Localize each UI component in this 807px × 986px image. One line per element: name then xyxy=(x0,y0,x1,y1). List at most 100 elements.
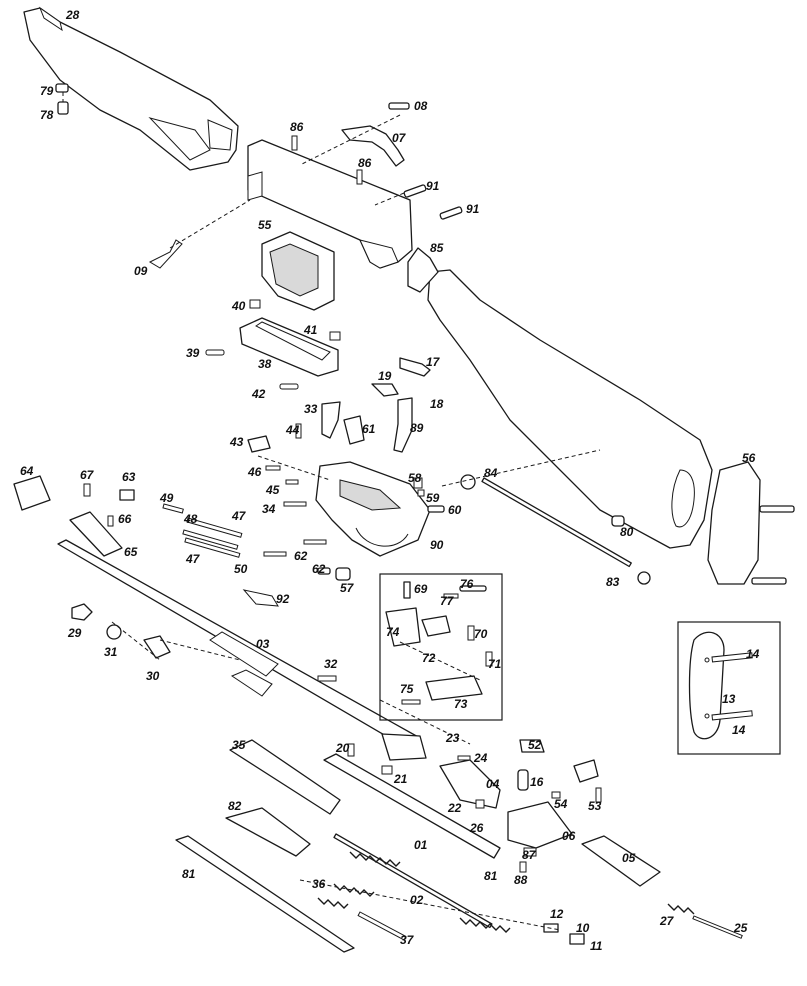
part-label: 62 xyxy=(312,562,326,576)
buttplate-part xyxy=(707,461,795,585)
receiver-part xyxy=(247,139,413,269)
part-label: 12 xyxy=(550,907,564,921)
part-label: 34 xyxy=(262,502,276,516)
part-label: 52 xyxy=(528,738,542,752)
part-label: 11 xyxy=(590,939,603,953)
recoil-pad-detail-box xyxy=(677,621,781,755)
bolt-parts xyxy=(347,739,661,887)
part-label: 84 xyxy=(484,466,498,480)
part-label: 82 xyxy=(228,799,242,813)
part-label: 10 xyxy=(576,921,590,935)
part-label: 39 xyxy=(186,346,200,360)
part-label: 21 xyxy=(393,772,408,786)
part-label: 81 xyxy=(182,867,196,881)
part-label: 07 xyxy=(392,131,407,145)
part-label: 25 xyxy=(733,921,748,935)
part-label: 20 xyxy=(335,741,350,755)
forend-part xyxy=(23,6,239,171)
part-label: 09 xyxy=(134,264,148,278)
part-label: 08 xyxy=(414,99,428,113)
part-label: 63 xyxy=(122,470,136,484)
barrel-nut-part xyxy=(71,603,337,682)
part-label: 60 xyxy=(448,503,462,517)
part-label: 27 xyxy=(659,914,675,928)
part-label: 26 xyxy=(469,821,484,835)
part-label: 02 xyxy=(410,893,424,907)
part-label: 80 xyxy=(620,525,634,539)
part-label: 57 xyxy=(340,581,355,595)
part-label: 79 xyxy=(40,84,54,98)
part-label: 74 xyxy=(386,625,400,639)
part-label: 01 xyxy=(414,838,428,852)
part-label: 69 xyxy=(414,582,428,596)
part-label: 43 xyxy=(229,435,244,449)
part-label: 70 xyxy=(474,627,488,641)
part-label: 45 xyxy=(265,483,280,497)
forend-screw-part xyxy=(55,83,69,115)
part-label: 89 xyxy=(410,421,424,435)
part-label: 64 xyxy=(20,464,34,478)
part-label: 66 xyxy=(118,512,132,526)
part-label: 86 xyxy=(358,156,372,170)
part-label: 40 xyxy=(231,299,246,313)
part-label: 65 xyxy=(124,545,138,559)
safety-detail-box xyxy=(379,573,503,721)
part-label: 06 xyxy=(562,829,576,843)
part-label: 67 xyxy=(80,468,95,482)
part-label: 03 xyxy=(256,637,270,651)
part-label: 31 xyxy=(104,645,118,659)
part-label: 46 xyxy=(247,465,262,479)
stock-spacer-part xyxy=(407,247,439,293)
part-label: 58 xyxy=(408,471,422,485)
part-label: 78 xyxy=(40,108,54,122)
part-label: 18 xyxy=(430,397,444,411)
part-label: 62 xyxy=(294,549,308,563)
part-label: 88 xyxy=(514,873,528,887)
part-label: 35 xyxy=(232,738,246,752)
part-label: 44 xyxy=(285,423,300,437)
part-label: 49 xyxy=(159,491,174,505)
part-label: 23 xyxy=(445,731,460,745)
recoil-pad-part xyxy=(688,631,753,740)
part-label: 48 xyxy=(183,512,198,526)
part-label: 61 xyxy=(362,422,376,436)
pin-set-part xyxy=(162,503,279,607)
part-label: 05 xyxy=(622,851,636,865)
part-label: 28 xyxy=(65,8,80,22)
part-label: 16 xyxy=(530,775,544,789)
part-label: 55 xyxy=(258,218,272,232)
part-label: 86 xyxy=(290,120,304,134)
part-label: 41 xyxy=(303,323,318,337)
part-label: 37 xyxy=(400,933,415,947)
part-label: 87 xyxy=(522,848,537,862)
part-label: 14 xyxy=(732,723,746,737)
part-label: 29 xyxy=(67,626,82,640)
spring-set-part xyxy=(299,851,743,945)
part-label: 91 xyxy=(426,179,440,193)
part-label: 54 xyxy=(554,797,568,811)
part-label: 77 xyxy=(440,594,455,608)
part-label: 30 xyxy=(146,669,160,683)
part-label: 32 xyxy=(324,657,338,671)
part-label: 36 xyxy=(312,877,326,891)
leader-lines xyxy=(111,449,601,745)
part-label: 59 xyxy=(426,491,440,505)
floorplate-part xyxy=(205,299,341,390)
part-label: 81 xyxy=(484,869,498,883)
trigger-parts xyxy=(247,357,445,581)
part-label: 19 xyxy=(378,369,392,383)
stock-part xyxy=(427,269,713,549)
part-label: 17 xyxy=(426,355,441,369)
safety-part xyxy=(385,581,493,705)
part-label: 04 xyxy=(486,777,500,791)
magazine-part xyxy=(261,231,335,311)
stock-bolt-part xyxy=(460,474,651,585)
trigger-guard-part xyxy=(315,461,431,557)
part-label: 38 xyxy=(258,357,272,371)
part-label: 83 xyxy=(606,575,620,589)
action-bar-part xyxy=(175,739,501,953)
part-label: 13 xyxy=(722,692,736,706)
part-label: 73 xyxy=(454,697,468,711)
part-label: 47 xyxy=(231,509,247,523)
